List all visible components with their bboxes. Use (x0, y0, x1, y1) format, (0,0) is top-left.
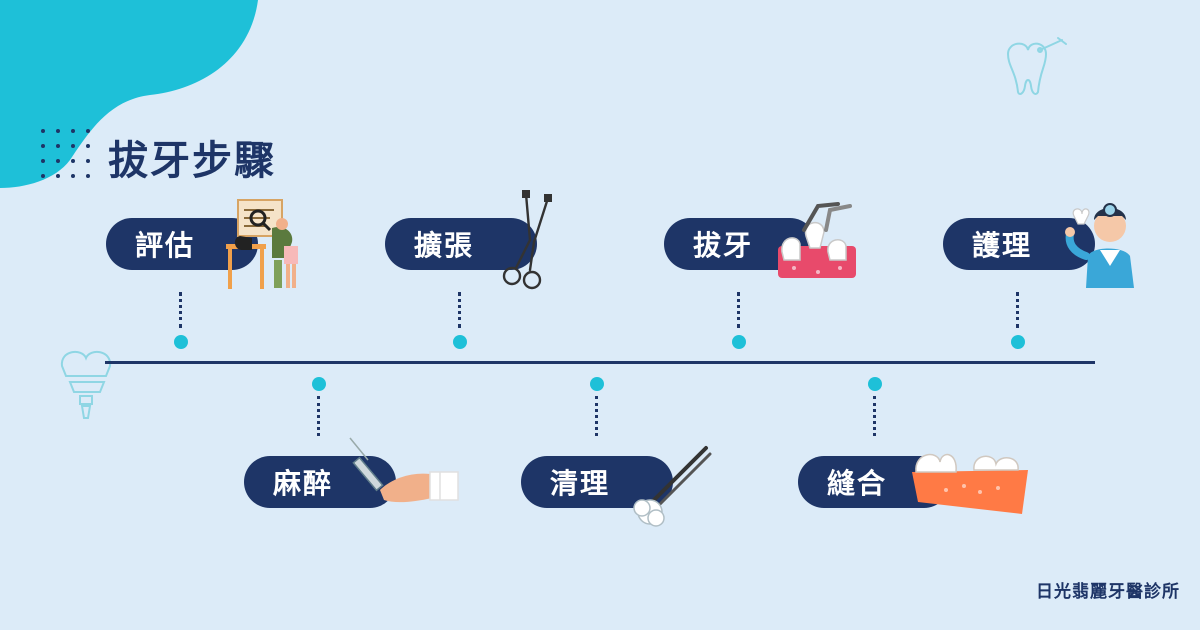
connector-top (458, 292, 461, 328)
connector-bottom (873, 396, 876, 436)
connector-top (1016, 292, 1019, 328)
step-cleaning[interactable]: 清理 (521, 456, 673, 508)
connector-bottom (595, 396, 598, 436)
dental-forceps-icon (502, 190, 552, 290)
timeline-node (312, 377, 326, 391)
step-dilation[interactable]: 擴張 (385, 218, 537, 270)
dot-grid (41, 129, 90, 178)
tooth-extraction-icon (778, 202, 856, 278)
dentist-icon (1065, 203, 1134, 288)
step-label: 拔牙 (692, 229, 753, 262)
timeline-node (453, 335, 467, 349)
step-label: 護理 (971, 229, 1032, 262)
dentist-consultation-icon (226, 199, 298, 289)
clinic-brand: 日光翡麗牙醫診所 (1036, 582, 1180, 602)
timeline-node (868, 377, 882, 391)
timeline-node (590, 377, 604, 391)
timeline-node (732, 335, 746, 349)
anesthetic-syringe-icon (349, 437, 459, 503)
tooth-drill-icon (1006, 37, 1067, 95)
dental-arch-icon (912, 453, 1028, 514)
page-title: 拔牙步驟 (108, 138, 276, 184)
connector-top (737, 292, 740, 328)
timeline-axis (105, 361, 1095, 364)
step-label: 擴張 (413, 229, 474, 262)
cotton-tweezers-icon (633, 446, 712, 527)
step-label: 縫合 (826, 467, 887, 500)
step-label: 清理 (549, 467, 610, 500)
timeline-node (174, 335, 188, 349)
tooth-crown-icon (60, 350, 112, 419)
step-label: 評估 (134, 229, 195, 262)
corner-blob (0, 0, 258, 188)
connector-top (179, 292, 182, 328)
timeline-node (1011, 335, 1025, 349)
step-label: 麻醉 (272, 467, 333, 500)
step-anesthesia[interactable]: 麻醉 (244, 456, 396, 508)
connector-bottom (317, 396, 320, 436)
